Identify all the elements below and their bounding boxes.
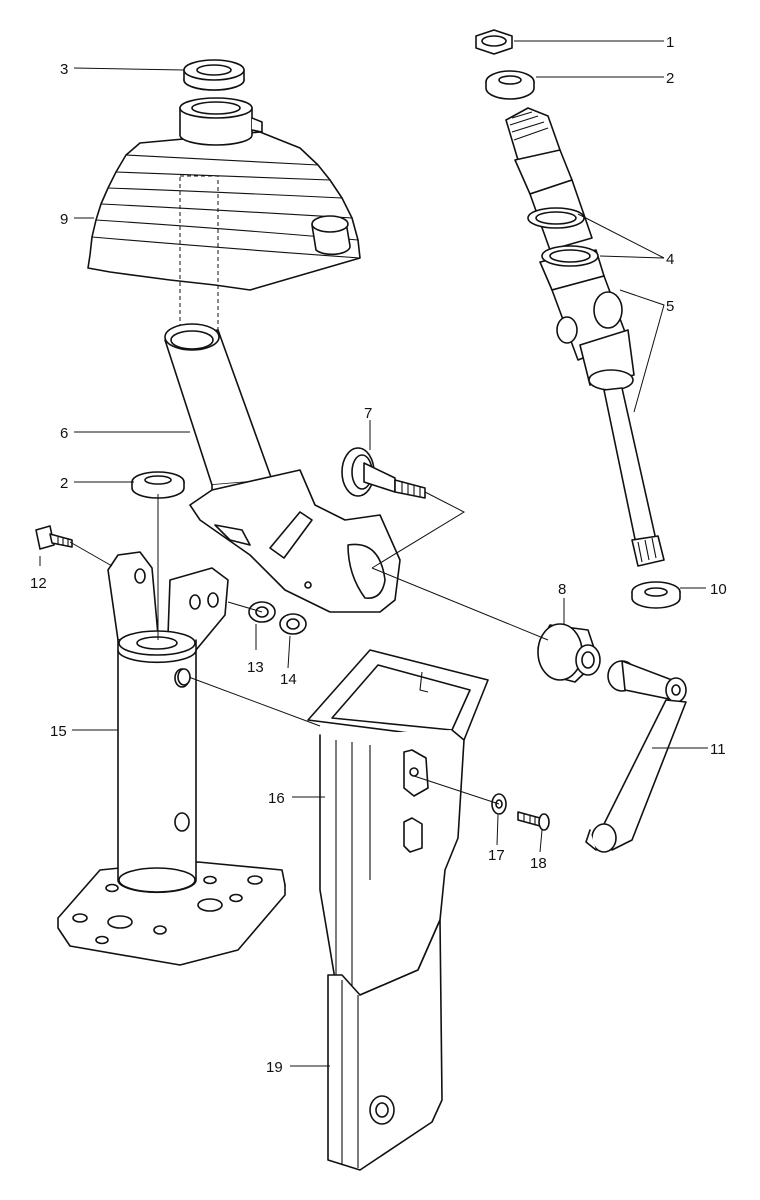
callout-7: 7	[364, 405, 372, 422]
callout-13: 13	[247, 659, 264, 676]
callout-6: 6	[60, 425, 68, 442]
callout-5: 5	[666, 298, 674, 315]
part-16-casing	[307, 649, 489, 996]
callout-10: 10	[710, 581, 727, 598]
part-15-support-column	[57, 551, 286, 966]
callout-18: 18	[530, 855, 547, 872]
part-19-lower-cover	[327, 919, 443, 1171]
part-5-universal-joint-shaft	[505, 107, 665, 567]
part-11-selector-lever	[585, 660, 687, 853]
part-8-bushing	[537, 623, 601, 683]
callout-17: 17	[488, 847, 505, 864]
part-14-washer	[279, 613, 307, 635]
callout-1: 1	[666, 34, 674, 51]
callout-11: 11	[710, 741, 726, 758]
part-10-washer	[631, 581, 681, 609]
part-18-screw	[517, 811, 550, 831]
assembly-guide-lines	[157, 491, 549, 805]
callout-19: 19	[266, 1059, 283, 1076]
part-1-nut	[475, 29, 513, 55]
callout-15: 15	[50, 723, 67, 740]
callout-leaders	[39, 40, 708, 1067]
callout-2-right: 2	[666, 70, 674, 87]
callout-2-left: 2	[60, 475, 68, 492]
callout-12: 12	[30, 575, 47, 592]
callout-14: 14	[280, 671, 297, 688]
part-3-grommet	[183, 59, 245, 91]
part-9-rubber-boot	[87, 97, 361, 383]
part-12-bolt	[35, 525, 73, 550]
part-2-washer-right	[485, 70, 535, 100]
callout-4: 4	[666, 251, 674, 268]
part-6-shift-tube-housing	[164, 323, 401, 613]
callout-labels: 1 2 3 4 5 6 7 2 8 9 10 11 12 13 14 15 16…	[30, 34, 727, 1076]
callout-8: 8	[558, 581, 566, 598]
part-7-pivot-bolt	[341, 447, 426, 499]
callout-3: 3	[60, 61, 68, 78]
part-4-rings	[527, 207, 599, 267]
callout-16: 16	[268, 790, 285, 807]
callout-9: 9	[60, 211, 68, 228]
